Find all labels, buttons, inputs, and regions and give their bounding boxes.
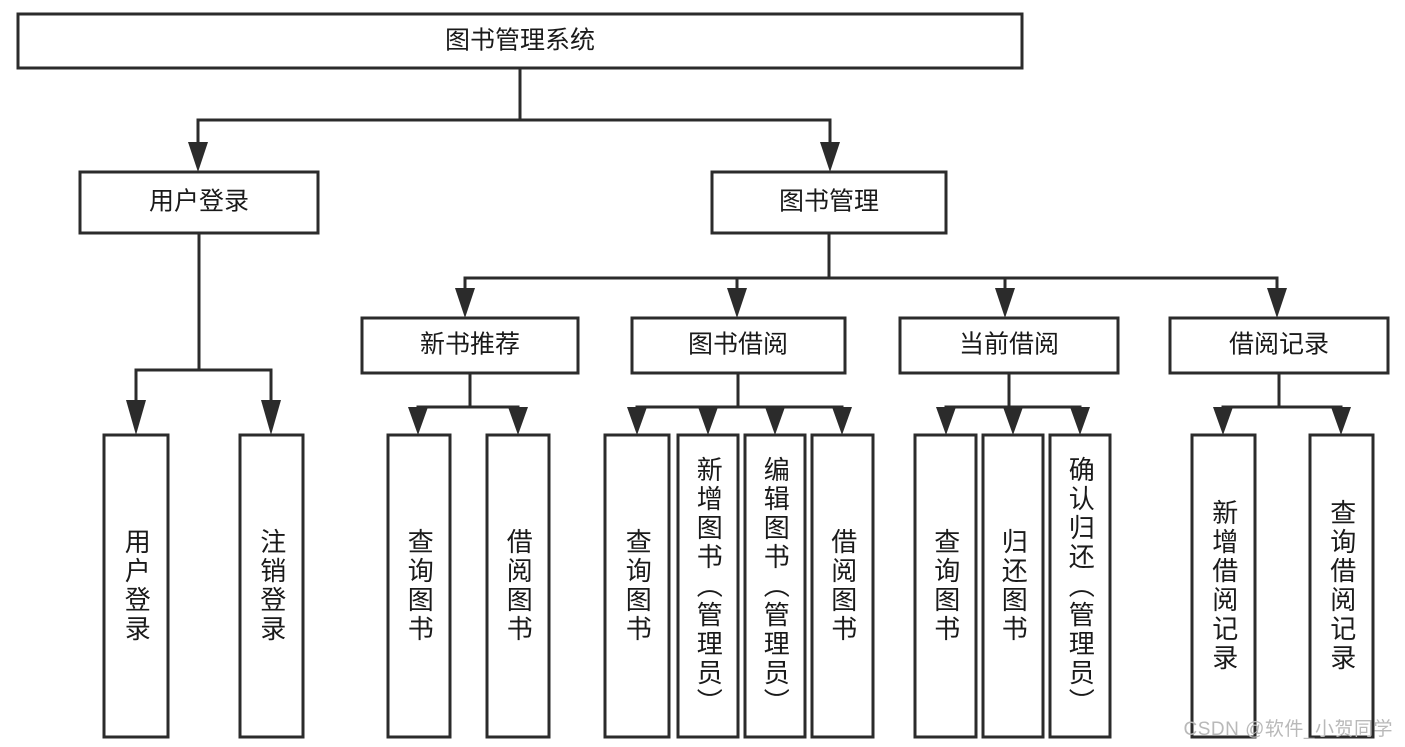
leaf-current-borrow-1-box[interactable]	[981, 433, 1045, 739]
node-current-borrow-label: 当前借阅	[959, 331, 1059, 359]
arrow-current-borrow-leaf-2	[1070, 407, 1090, 435]
node-borrow-record-label: 借阅记录	[1229, 331, 1329, 359]
node-borrow-record-box[interactable]	[1168, 316, 1390, 375]
arrow-user-login-leaf-1	[261, 400, 281, 435]
arrow-level3-2	[995, 288, 1015, 318]
arrow-new-book-leaf-0	[408, 407, 428, 435]
arrow-borrow-record-leaf-0	[1213, 407, 1233, 435]
leaf-book-borrow-2-box[interactable]	[743, 433, 807, 739]
arrow-level2-0	[188, 142, 208, 172]
leaf-user-login-1-box[interactable]	[238, 433, 305, 739]
arrow-level3-0	[455, 288, 475, 318]
arrow-book-borrow-leaf-3	[832, 407, 852, 435]
leaf-current-borrow-2-box[interactable]	[1048, 433, 1112, 739]
leaf-book-borrow-3-box[interactable]	[810, 433, 875, 739]
node-book-manage-label: 图书管理	[779, 188, 879, 216]
node-user-login-label: 用户登录	[149, 188, 249, 216]
arrow-new-book-leaf-1	[508, 407, 528, 435]
leaf-new-book-0-box[interactable]	[386, 433, 452, 739]
arrow-level3-3	[1267, 288, 1287, 318]
leaf-borrow-record-1-box[interactable]	[1308, 433, 1375, 739]
arrow-book-borrow-leaf-2	[765, 407, 785, 435]
node-root-box[interactable]	[16, 12, 1024, 70]
node-book-borrow-label: 图书借阅	[688, 331, 788, 359]
leaf-book-borrow-1-box[interactable]	[676, 433, 740, 739]
arrow-book-borrow-leaf-1	[698, 407, 718, 435]
leaf-user-login-0-box[interactable]	[102, 433, 170, 739]
leaf-borrow-record-0-box[interactable]	[1190, 433, 1257, 739]
arrow-current-borrow-leaf-1	[1003, 407, 1023, 435]
leaf-current-borrow-0-box[interactable]	[913, 433, 978, 739]
node-new-book-label: 新书推荐	[420, 331, 520, 359]
arrow-level2-1	[820, 142, 840, 172]
arrow-borrow-record-leaf-1	[1331, 407, 1351, 435]
arrow-current-borrow-leaf-0	[936, 407, 956, 435]
leaf-new-book-1-box[interactable]	[485, 433, 551, 739]
node-book-borrow-box[interactable]	[630, 316, 847, 375]
arrow-user-login-leaf-0	[126, 400, 146, 435]
csdn-watermark: CSDN @软件_小贺同学	[1183, 719, 1393, 740]
node-new-book-box[interactable]	[360, 316, 580, 375]
node-book-manage-box[interactable]	[710, 170, 948, 235]
leaf-book-borrow-0-box[interactable]	[603, 433, 671, 739]
arrow-level3-1	[727, 288, 747, 318]
node-root-label: 图书管理系统	[445, 27, 595, 55]
node-current-borrow-box[interactable]	[898, 316, 1120, 375]
arrow-book-borrow-leaf-0	[627, 407, 647, 435]
